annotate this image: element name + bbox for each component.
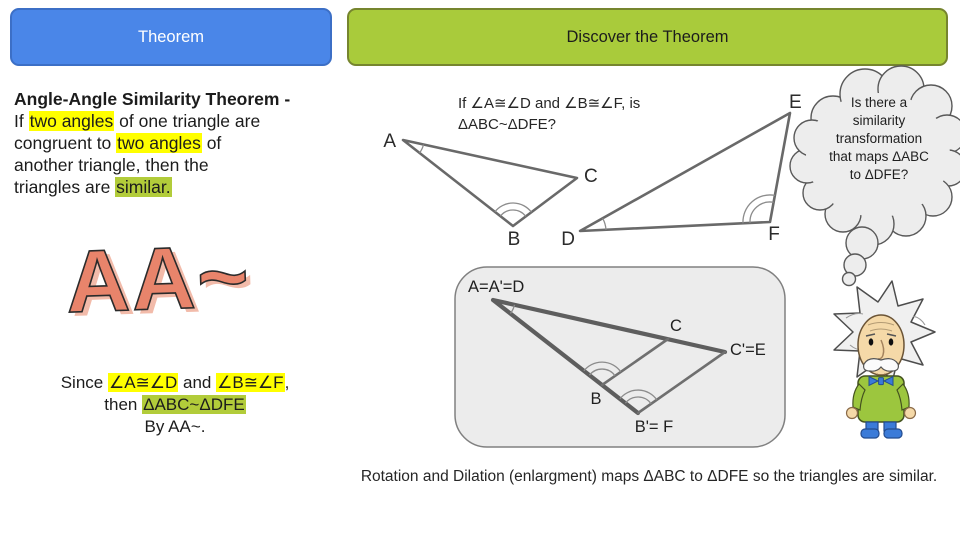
highlighted-similar: similar. <box>115 177 172 198</box>
definition-title: Angle-Angle Similarity Theorem - <box>14 89 291 109</box>
triangle-abc: A B C <box>383 131 597 250</box>
highlighted-two-angles-2: two angles <box>116 133 202 154</box>
einstein-nose <box>877 339 885 360</box>
einstein-bowtie <box>868 375 894 387</box>
question-text: If ∠A≅∠D and ∠B≅∠F, is ΔABC~ΔDFE? <box>458 93 640 135</box>
mapping-box: A=A'=D C C'=E B B'= F <box>454 266 786 448</box>
aa-similarity-symbol: AA~ <box>64 225 253 332</box>
einstein-hair <box>833 280 936 384</box>
mapping-label-b: B <box>590 390 601 408</box>
angle-arc-a-prime <box>509 304 516 314</box>
thought-bubble-trail-2 <box>843 253 867 277</box>
vertex-label-c: C <box>584 166 598 187</box>
thought-bubble-text: Is there a similarity transformation tha… <box>829 95 929 182</box>
mapping-label-ce: C'=E <box>730 341 766 359</box>
einstein-eye-right <box>888 338 894 346</box>
mapping-label-bf: B'= F <box>635 418 673 436</box>
question-line-1: If ∠A≅∠D and ∠B≅∠F, is <box>458 95 641 112</box>
einstein-eye-left <box>868 338 874 346</box>
angle-arc-b <box>494 202 532 217</box>
einstein-arm-left <box>852 383 866 411</box>
einstein-character <box>833 280 936 439</box>
thought-bubble-trail-3 <box>841 271 857 287</box>
conclusion-line-1: Since ∠A≅∠D and ∠B≅∠F, <box>60 373 290 392</box>
angle-arc-a <box>418 144 425 154</box>
triangle-abc-outline <box>401 138 579 228</box>
mapping-label-c: C <box>670 317 682 335</box>
tab-discover-theorem[interactable]: Discover the Theorem <box>347 8 948 66</box>
angle-arc-b-prime <box>619 389 658 405</box>
angle-arc-b-mapping <box>583 361 622 377</box>
question-line-2: ΔABC~ΔDFE? <box>458 116 556 133</box>
einstein-mouth <box>876 373 886 377</box>
highlighted-two-angles-1: two angles <box>28 111 115 132</box>
theorem-definition: Angle-Angle Similarity Theorem - If two … <box>14 88 336 198</box>
angle-arc-f <box>742 194 776 224</box>
mapping-box-background <box>454 266 786 448</box>
vertex-label-d: D <box>561 229 575 250</box>
highlighted-angle-congruence-2: ∠B≅∠F <box>216 373 285 392</box>
einstein-hand-left <box>845 406 859 420</box>
highlighted-similarity-statement: ΔABC~ΔDFE <box>142 395 246 415</box>
einstein-hand-right <box>903 406 917 420</box>
einstein-face <box>857 314 905 376</box>
conclusion-text: Since ∠A≅∠D and ∠B≅∠F, then ΔABC~ΔDFE By… <box>5 372 345 438</box>
einstein-mustache <box>863 358 899 372</box>
angle-arc-d <box>602 217 607 230</box>
vertex-label-b: B <box>508 229 521 250</box>
definition-text: If two angles of one triangle are congru… <box>14 111 261 198</box>
einstein-shirt <box>857 375 905 423</box>
caption-text: Rotation and Dilation (enlargment) maps … <box>360 468 938 485</box>
einstein-forehead-wrinkles <box>867 322 895 332</box>
vertex-label-e: E <box>789 92 802 113</box>
einstein-arm-right <box>896 383 910 411</box>
vertex-label-a: A <box>383 131 396 152</box>
einstein-legs <box>860 421 903 439</box>
highlighted-angle-congruence-1: ∠A≅∠D <box>107 373 179 392</box>
conclusion-line-2: then ΔABC~ΔDFE <box>104 395 246 415</box>
tab-theorem[interactable]: Theorem <box>10 8 332 66</box>
tab-theorem-label: Theorem <box>137 27 205 46</box>
mapping-label-aad: A=A'=D <box>468 278 524 296</box>
thought-bubble-trail-1 <box>845 226 879 260</box>
vertex-label-f: F <box>768 224 780 245</box>
conclusion-line-3: By AA~. <box>144 417 206 437</box>
mapping-thin-sides <box>600 337 727 415</box>
tab-discover-theorem-label: Discover the Theorem <box>566 27 729 46</box>
mapping-thick-sides <box>490 297 728 416</box>
einstein-eyebrows <box>865 333 897 337</box>
